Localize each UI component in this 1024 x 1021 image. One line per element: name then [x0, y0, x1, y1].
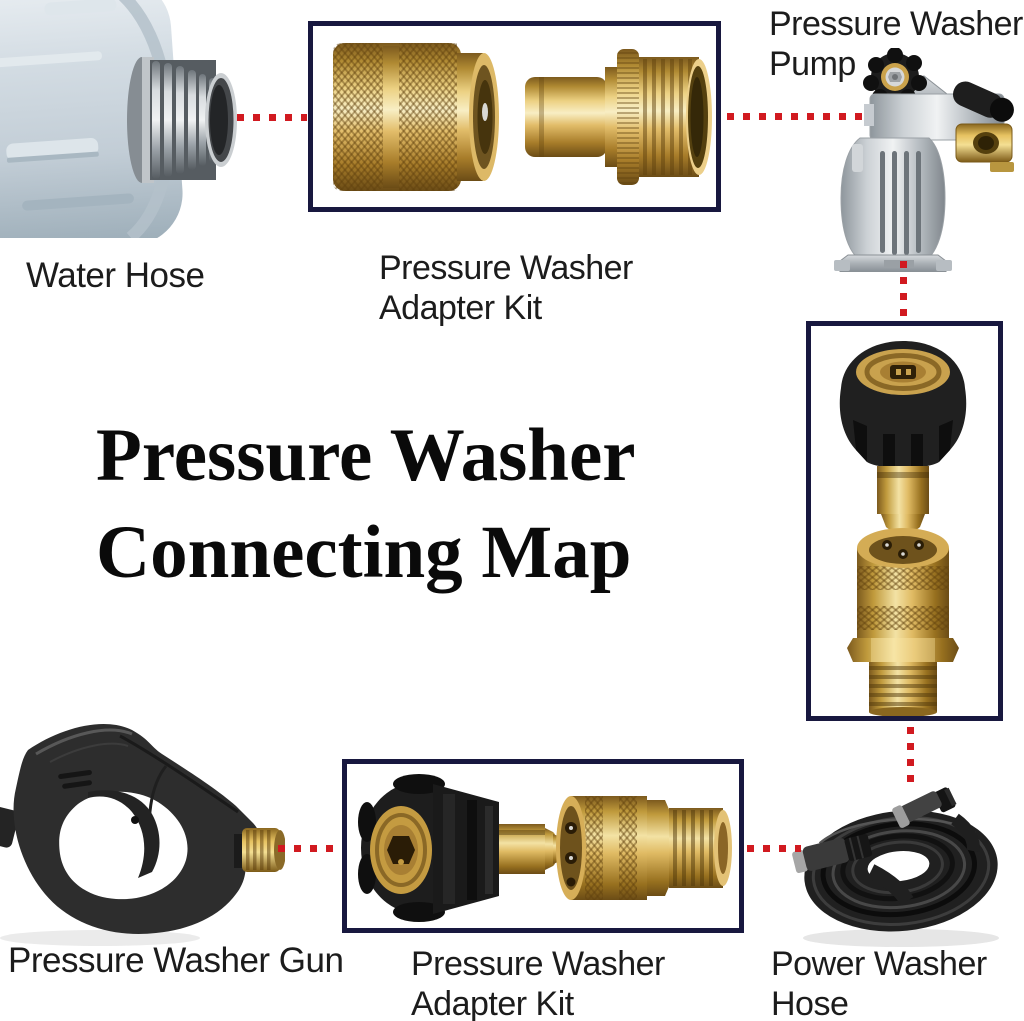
power-hose-image [783, 783, 1024, 955]
connector-right-kit-to-hose [907, 727, 914, 789]
water-hose-illustration [0, 0, 237, 238]
water-hose-label: Water Hose [26, 256, 205, 295]
brass-coupler-fitting [847, 528, 959, 717]
adapter-kit-top-box [308, 21, 721, 212]
pump-brass-fitting [955, 123, 1014, 172]
hose-top-fitting [892, 787, 957, 828]
adapter-kit-top-label: Pressure Washer Adapter Kit [379, 248, 633, 328]
adapter-kit-bottom-box [342, 759, 744, 933]
adapter-kit-top-illustration [333, 43, 712, 191]
adapter-kit-right-box [806, 321, 1003, 721]
power-hose-label-line1: Power Washer [771, 945, 987, 983]
diagram-title-line2: Connecting Map [96, 511, 632, 594]
gun-illustration [0, 723, 285, 946]
diagram-title-line1: Pressure Washer [96, 414, 636, 497]
m22-swivel-fitting [839, 341, 967, 533]
pump-image [828, 48, 1024, 272]
connector-hose-to-top-kit [237, 114, 307, 121]
pump-knob [863, 48, 927, 105]
adapter-kit-bottom-label: Pressure Washer Adapter Kit [411, 944, 665, 1021]
male-plug [525, 49, 712, 185]
pump-label-line1: Pressure Washer [769, 5, 1023, 43]
water-hose-image [0, 0, 245, 238]
m22-swivel-fitting [358, 774, 566, 922]
connector-gun-to-bottom-kit [278, 845, 336, 852]
adapter-kit-bottom-label-line1: Pressure Washer [411, 945, 665, 983]
power-hose-label: Power Washer Hose [771, 944, 987, 1021]
female-coupler [333, 43, 499, 191]
pump-label: Pressure Washer Pump [769, 4, 1023, 84]
adapter-kit-bottom-label-line2: Adapter Kit [411, 985, 574, 1021]
connector-top-kit-to-pump [727, 113, 863, 120]
pump-label-line2: Pump [769, 45, 856, 83]
power-hose-illustration [792, 787, 999, 947]
gun-brass-inlet [234, 828, 285, 872]
connector-pump-to-right-kit [900, 261, 907, 319]
adapter-kit-right-illustration [839, 341, 967, 717]
gun-label: Pressure Washer Gun [8, 941, 344, 980]
adapter-kit-bottom-illustration [358, 774, 732, 922]
diagram-title: Pressure Washer Connecting Map [96, 407, 636, 601]
adapter-kit-top-label-line1: Pressure Washer [379, 249, 633, 287]
adapter-kit-top-label-line2: Adapter Kit [379, 289, 542, 327]
pump-illustration [834, 48, 1014, 272]
brass-coupler-fitting [556, 796, 732, 900]
hose-left-fitting [792, 834, 873, 874]
connector-bottom-kit-to-hose [747, 845, 801, 852]
gun-trigger [88, 790, 160, 878]
gun-image [0, 702, 285, 947]
power-hose-label-line2: Hose [771, 985, 849, 1021]
